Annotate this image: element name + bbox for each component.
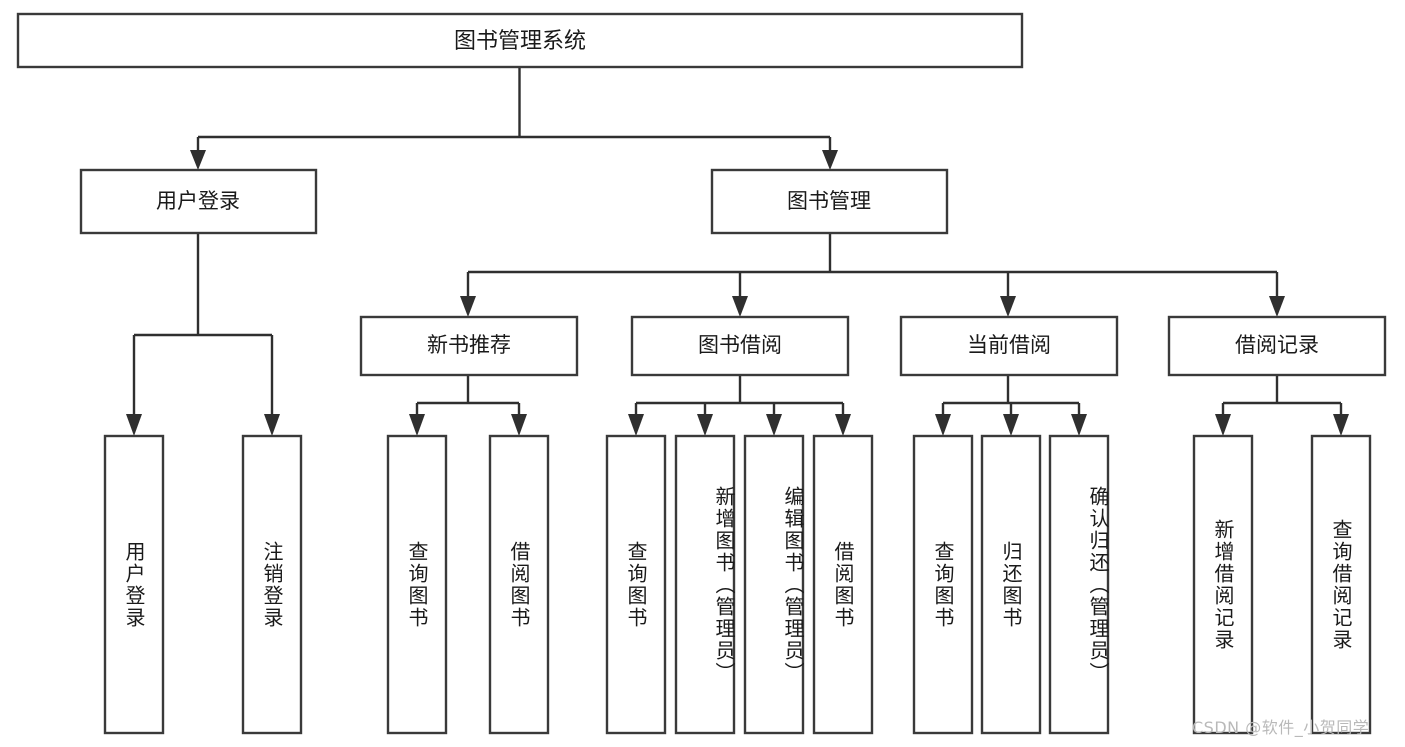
arrow-head-leaf-user-login xyxy=(126,414,142,436)
connectors-borrow-record-to-leaves xyxy=(1215,375,1349,436)
leaf-box-edit-book[interactable] xyxy=(743,434,805,735)
node-root-label: 图书管理系统 xyxy=(454,29,586,54)
node-book-borrow-label: 图书借阅 xyxy=(698,333,782,357)
node-book-borrow[interactable]: 图书借阅 xyxy=(630,315,850,377)
leaf-box-borrow-book-1[interactable] xyxy=(488,434,550,735)
node-new-book-rec-box[interactable] xyxy=(359,315,579,377)
node-user-login-box[interactable] xyxy=(79,168,318,235)
node-root[interactable]: 图书管理系统 xyxy=(16,12,1024,69)
arrow-head-leaf-query-book-3 xyxy=(935,414,951,436)
leaf-box-query-book-3[interactable] xyxy=(912,434,974,735)
leaf-box-add-record[interactable] xyxy=(1192,434,1254,735)
arrow-head-borrow-record xyxy=(1269,296,1285,317)
leaf-box-query-record[interactable] xyxy=(1310,434,1372,735)
leaf-box-user-login[interactable] xyxy=(103,434,165,735)
arrow-head-current-borrow xyxy=(1000,296,1016,317)
node-new-book-rec-label: 新书推荐 xyxy=(427,333,511,357)
arrow-head-new-book-rec xyxy=(460,296,476,317)
arrow-head-leaf-logout-login xyxy=(264,414,280,436)
arrow-head-user-login xyxy=(190,150,206,170)
node-borrow-record[interactable]: 借阅记录 xyxy=(1167,315,1387,377)
leaf-box-borrow-book-2[interactable] xyxy=(812,434,874,735)
node-current-borrow-label: 当前借阅 xyxy=(967,333,1051,357)
arrow-head-leaf-query-book-1 xyxy=(409,414,425,436)
connectors-root-to-level2 xyxy=(190,67,838,170)
arrow-head-leaf-add-book xyxy=(697,414,713,436)
arrow-head-leaf-borrow-book-1 xyxy=(511,414,527,436)
leaf-box-confirm-return[interactable] xyxy=(1048,434,1110,735)
node-book-manage[interactable]: 图书管理 xyxy=(710,168,949,235)
leaf-box-return-book[interactable] xyxy=(980,434,1042,735)
node-book-manage-box[interactable] xyxy=(710,168,949,235)
arrow-head-book-manage xyxy=(822,150,838,170)
connectors-user-login-to-leaves xyxy=(126,233,280,436)
leaf-box-query-book-1[interactable] xyxy=(386,434,448,735)
node-user-login[interactable]: 用户登录 xyxy=(79,168,318,235)
connectors-new-book-rec-to-leaves xyxy=(409,375,527,436)
connectors-current-borrow-to-leaves xyxy=(935,375,1087,436)
leaf-box-logout-login[interactable] xyxy=(241,434,303,735)
arrow-head-leaf-return-book xyxy=(1003,414,1019,436)
node-current-borrow-box[interactable] xyxy=(899,315,1119,377)
leaf-box-query-book-2[interactable] xyxy=(605,434,667,735)
node-root-box[interactable] xyxy=(16,12,1024,69)
node-current-borrow[interactable]: 当前借阅 xyxy=(899,315,1119,377)
arrow-head-leaf-edit-book xyxy=(766,414,782,436)
arrow-head-leaf-confirm-return xyxy=(1071,414,1087,436)
node-new-book-rec[interactable]: 新书推荐 xyxy=(359,315,579,377)
node-borrow-record-label: 借阅记录 xyxy=(1235,333,1319,357)
node-book-borrow-box[interactable] xyxy=(630,315,850,377)
arrow-head-leaf-query-record xyxy=(1333,414,1349,436)
arrow-head-leaf-borrow-book-2 xyxy=(835,414,851,436)
watermark-text: CSDN @软件_小贺同学 xyxy=(1192,718,1370,737)
node-user-login-label: 用户登录 xyxy=(156,189,240,213)
arrow-head-book-borrow xyxy=(732,296,748,317)
arrow-head-leaf-query-book-2 xyxy=(628,414,644,436)
leaf-box-add-book[interactable] xyxy=(674,434,736,735)
node-book-manage-label: 图书管理 xyxy=(787,189,871,213)
node-borrow-record-box[interactable] xyxy=(1167,315,1387,377)
connectors-book-manage-to-level3 xyxy=(460,233,1285,317)
connectors-book-borrow-to-leaves xyxy=(628,375,851,436)
arrow-head-leaf-add-record xyxy=(1215,414,1231,436)
